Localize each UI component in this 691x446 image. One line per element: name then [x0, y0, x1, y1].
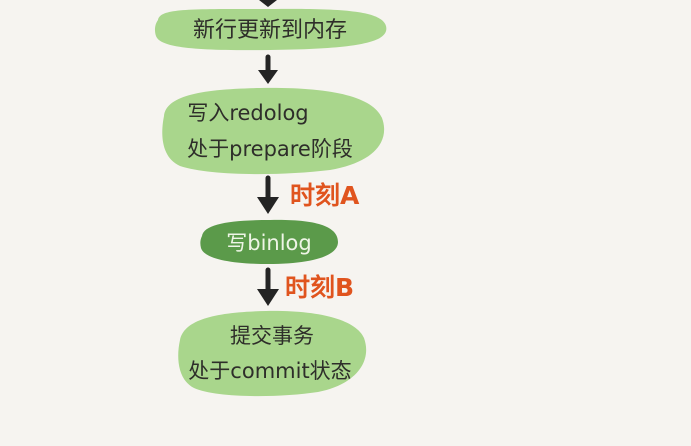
node-write-redolog-line1: 写入redolog	[187, 101, 308, 125]
node-write-redolog-line2: 处于prepare阶段	[187, 137, 353, 161]
arrow-3	[257, 267, 279, 306]
node-write-redolog-bubble	[162, 87, 385, 175]
node-commit-transaction-line1: 提交事务	[230, 324, 314, 348]
node-commit-transaction: 提交事务 处于commit状态	[178, 310, 367, 397]
arrow-1	[258, 54, 278, 84]
moment-b-label: 时刻B	[285, 273, 354, 302]
node-commit-transaction-bubble	[178, 310, 367, 397]
node-commit-transaction-line2: 处于commit状态	[188, 359, 351, 383]
node-write-binlog: 写binlog	[200, 219, 338, 264]
moment-a-label: 时刻A	[290, 181, 360, 210]
node-write-redolog: 写入redolog 处于prepare阶段	[162, 87, 385, 175]
node-write-binlog-bubble	[200, 219, 338, 264]
node-update-memory-bubble	[154, 8, 387, 51]
node-write-binlog-label: 写binlog	[226, 231, 312, 255]
arrow-top	[259, 0, 277, 7]
node-update-memory: 新行更新到内存	[154, 8, 387, 51]
node-update-memory-label: 新行更新到内存	[193, 18, 347, 43]
arrow-2	[257, 175, 279, 214]
